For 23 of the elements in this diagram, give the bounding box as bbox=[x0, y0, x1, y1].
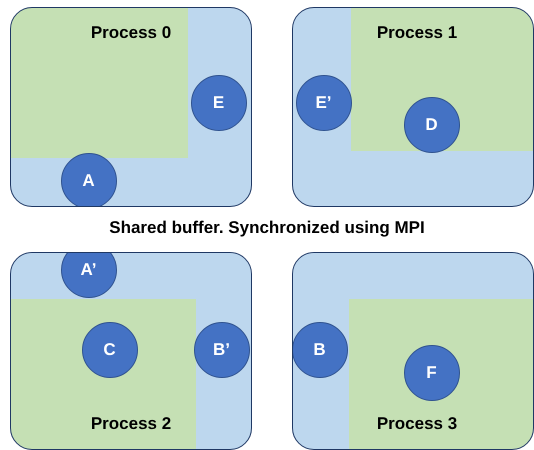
process-panel bbox=[10, 7, 252, 207]
process-heading: Process 0 bbox=[90, 23, 172, 43]
circle-label: D bbox=[425, 114, 438, 134]
circle bbox=[190, 74, 246, 130]
circle-label: B’ bbox=[213, 340, 230, 360]
circle bbox=[293, 322, 348, 378]
caption-text: Shared buffer. Synchronized using MPI bbox=[108, 218, 426, 238]
circle bbox=[296, 74, 352, 130]
process-heading: Process 3 bbox=[376, 414, 458, 434]
circle-label: A’ bbox=[80, 260, 97, 280]
circle-label: E bbox=[212, 92, 224, 112]
circle bbox=[194, 322, 250, 378]
process-panel bbox=[292, 252, 534, 450]
process-heading: Process 1 bbox=[376, 23, 458, 43]
circle-label: A bbox=[82, 170, 95, 190]
circle-label: C bbox=[103, 340, 116, 360]
circle bbox=[60, 253, 116, 298]
process-heading: Process 2 bbox=[90, 414, 172, 434]
process-panel bbox=[292, 7, 534, 207]
circle-label: F bbox=[426, 362, 437, 382]
circle-label: E’ bbox=[315, 92, 332, 112]
circle-label: B bbox=[313, 340, 326, 360]
process-panel bbox=[10, 252, 252, 450]
